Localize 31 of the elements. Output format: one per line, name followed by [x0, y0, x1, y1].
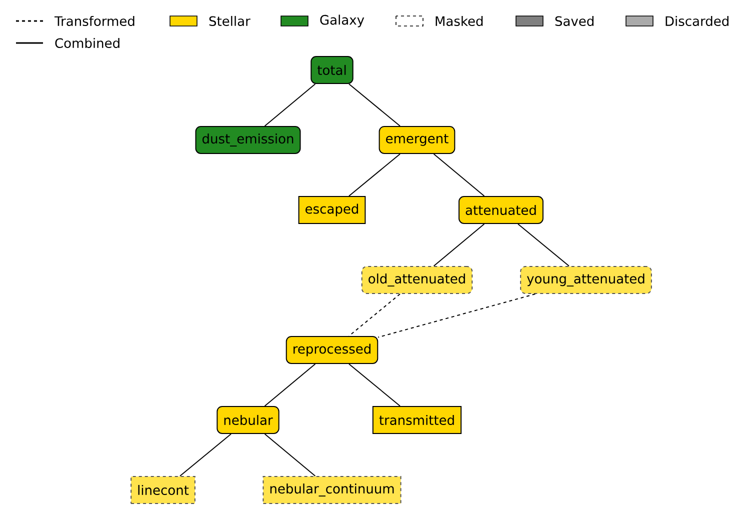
node-box: escaped	[298, 196, 366, 224]
connector-line	[433, 224, 485, 266]
connector-line	[348, 364, 400, 406]
connector-line	[348, 84, 400, 126]
connector-line	[264, 364, 316, 406]
node-box: linecont	[130, 476, 196, 504]
legend-label: Discarded	[666, 16, 728, 26]
connector-line	[264, 84, 316, 126]
node-box: reprocessed	[286, 336, 378, 364]
node-box: emergent	[378, 126, 456, 154]
legend-label: Galaxy	[320, 14, 364, 28]
node-box: dust_emission	[195, 126, 301, 154]
connector-line	[518, 224, 570, 266]
node-box: nebular	[216, 406, 280, 434]
node-box: nebular_continuum	[262, 476, 402, 504]
connector-line	[348, 294, 400, 336]
connector-line	[348, 154, 400, 196]
node-box: old_attenuated	[361, 266, 473, 294]
connector-line	[264, 434, 316, 476]
legend-label: Combined	[55, 38, 120, 48]
connector-line	[433, 154, 485, 196]
legend-label: Saved	[555, 16, 594, 26]
node-box: transmitted	[372, 406, 462, 434]
connector-line	[180, 434, 232, 476]
legend-label: Transformed	[54, 16, 134, 26]
legend-label: Masked	[436, 16, 483, 26]
connector-line	[378, 294, 536, 338]
legend-label: Stellar	[209, 16, 250, 26]
node-box: young_attenuated	[520, 266, 652, 294]
node-box: attenuated	[458, 196, 544, 224]
node-box: total	[310, 56, 354, 84]
